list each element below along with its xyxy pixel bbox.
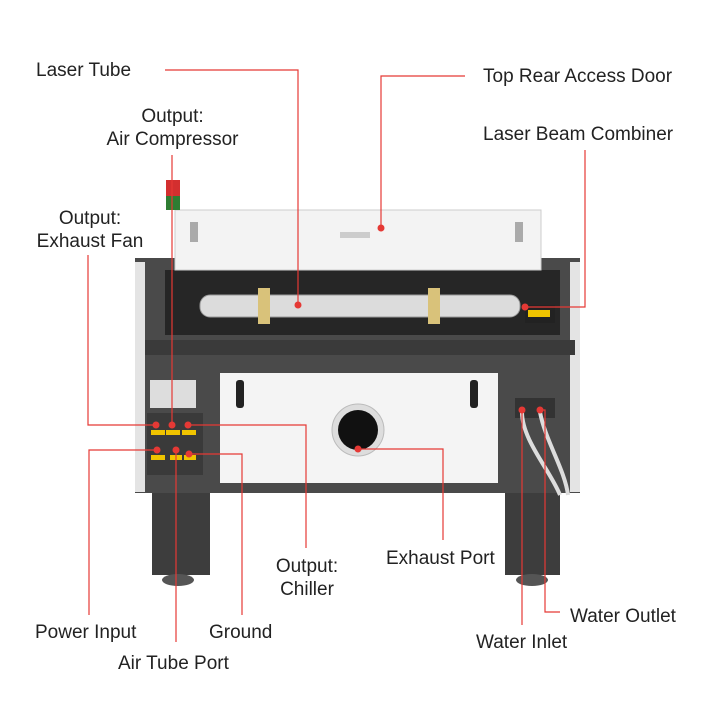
exhaust-port-opening <box>338 410 378 450</box>
water-inlet-hose <box>520 411 562 496</box>
label-line: Output: <box>141 106 204 127</box>
label-water-inlet: Water Inlet <box>476 632 568 653</box>
label-laser-tube: Laser Tube <box>36 60 132 81</box>
label-line: Air Compressor <box>106 129 239 150</box>
callout-dots <box>152 224 544 458</box>
label-air-tube-port: Air Tube Port <box>118 653 229 674</box>
label-ground: Ground <box>209 622 273 643</box>
spec-plate <box>150 380 196 408</box>
signal-light-green <box>166 196 180 210</box>
right-foot <box>516 574 548 586</box>
door-handle <box>340 232 370 238</box>
label-line: Output: <box>58 208 122 229</box>
label-line: Chiller <box>280 579 334 600</box>
signal-light-red <box>166 180 180 196</box>
left-foot <box>162 574 194 586</box>
warning-sticker <box>528 310 550 317</box>
label-output-air-compressor: Output: Air Compressor <box>100 105 245 151</box>
top-rear-access-door <box>174 209 542 271</box>
tube-mount <box>258 288 270 324</box>
panel-latch <box>236 380 244 408</box>
left-side-trim <box>135 262 145 492</box>
label-top-rear-access-door: Top Rear Access Door <box>483 66 673 87</box>
right-side-trim <box>570 262 580 492</box>
compartment-ledge <box>145 340 575 355</box>
label-laser-beam-combiner: Laser Beam Combiner <box>483 124 674 145</box>
panel-latch <box>470 380 478 408</box>
water-outlet-hose <box>538 411 570 496</box>
label-line: Exhaust Fan <box>36 231 144 252</box>
door-latch <box>190 222 198 242</box>
label-exhaust-port: Exhaust Port <box>386 548 495 569</box>
label-output-exhaust-fan: Output: Exhaust Fan <box>30 207 150 253</box>
door-latch <box>515 222 523 242</box>
label-water-outlet: Water Outlet <box>570 606 676 627</box>
tube-mount <box>428 288 440 324</box>
leader-lines <box>87 69 586 642</box>
left-leg <box>152 490 210 575</box>
label-output-chiller: Output: Chiller <box>266 555 348 601</box>
label-power-input: Power Input <box>35 622 137 643</box>
laser-tube <box>199 294 521 318</box>
label-line: Output: <box>275 556 339 577</box>
right-leg <box>505 490 560 575</box>
